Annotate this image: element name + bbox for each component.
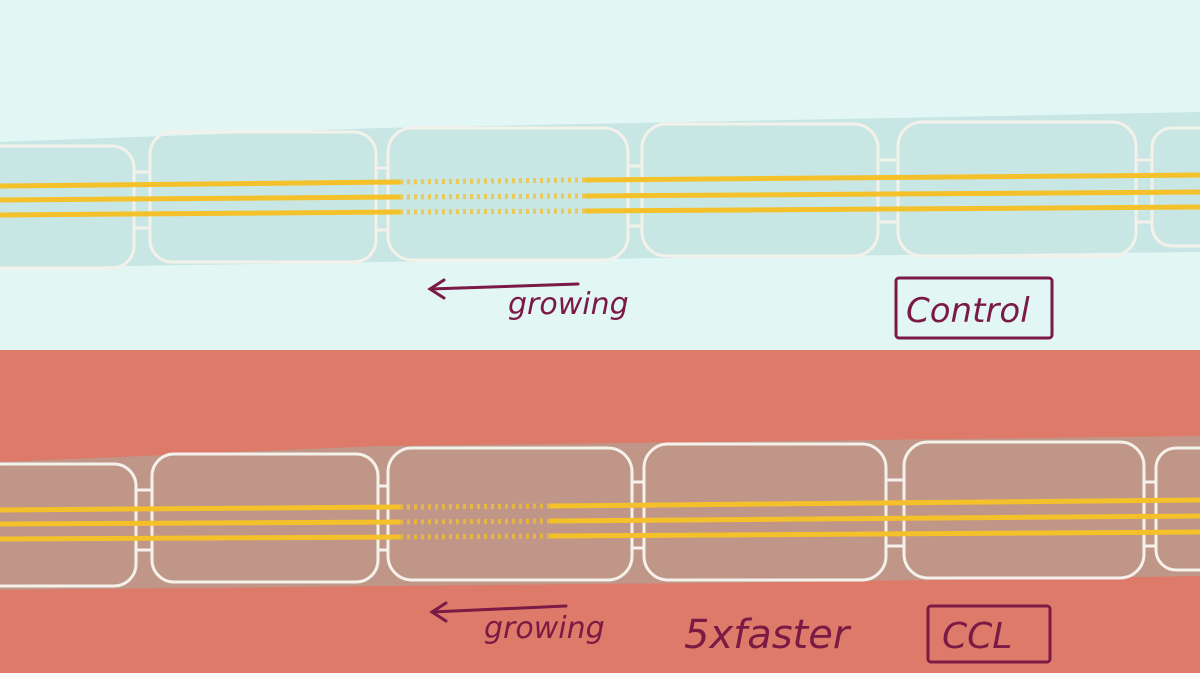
control-cell-5 xyxy=(896,120,1138,258)
control-condition-box xyxy=(894,276,1054,340)
control-diagram: growing Control xyxy=(0,0,1200,350)
control-cell-6 xyxy=(1150,126,1200,248)
control-cell-1 xyxy=(0,144,136,270)
ccl-filament-3 xyxy=(0,534,401,542)
control-cell-4 xyxy=(640,122,880,258)
control-filament-3 xyxy=(0,209,401,218)
control-condition-label: Control xyxy=(906,291,1030,331)
ccl-filament-2 xyxy=(0,519,401,527)
ccl-cell-band xyxy=(0,436,1200,590)
ccl-condition-label: CCL xyxy=(942,616,1012,657)
ccl-speed-label: 5xfaster xyxy=(684,612,852,658)
control-panel: growing Control xyxy=(0,0,1200,350)
control-cell-band xyxy=(0,112,1200,268)
ccl-filaments xyxy=(0,497,1200,542)
control-growing-tips xyxy=(399,177,586,215)
ccl-panel: growing 5xfaster CCL xyxy=(0,350,1200,673)
arrow-left-icon xyxy=(429,601,568,623)
ccl-cell-4 xyxy=(642,442,888,582)
ccl-condition-box xyxy=(926,604,1052,664)
control-filament-1 xyxy=(0,179,401,189)
ccl-diagram: growing 5xfaster CCL xyxy=(0,350,1200,673)
arrow-left-icon xyxy=(427,278,580,300)
ccl-growing-label: growing xyxy=(484,611,605,646)
ccl-cell-5 xyxy=(902,440,1146,580)
ccl-filament-1 xyxy=(0,504,401,513)
ccl-cell-6 xyxy=(1154,446,1200,572)
control-filament-2 xyxy=(0,194,401,203)
ccl-cell-2 xyxy=(150,452,380,584)
ccl-cells xyxy=(0,440,1200,588)
control-growing-label: growing xyxy=(508,287,629,322)
ccl-cell-3 xyxy=(386,446,634,582)
control-filaments xyxy=(0,172,1200,218)
